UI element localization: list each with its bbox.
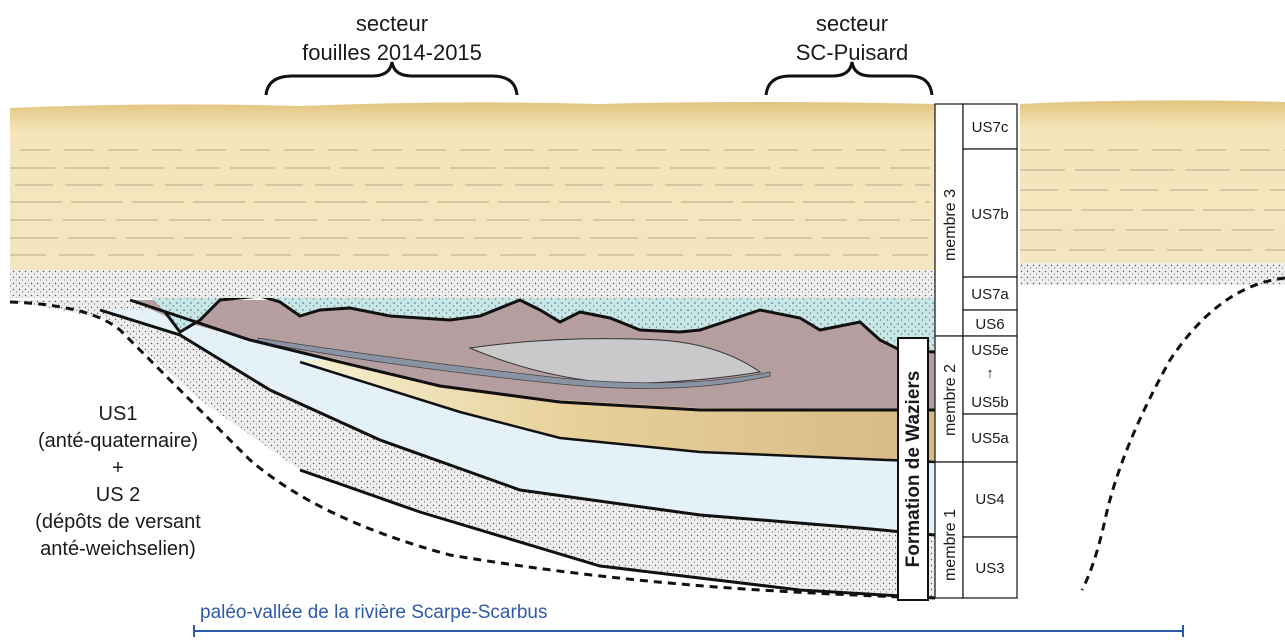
cell-us6	[962, 309, 1018, 337]
brace-fouilles	[264, 61, 519, 96]
sector-puisard-line1: secteur	[816, 11, 888, 36]
layer-us7	[10, 102, 935, 270]
member-2-label: membre 2	[942, 364, 959, 436]
layer-us6	[150, 296, 935, 352]
contact-us5-base	[129, 298, 935, 412]
cell-us7c	[962, 103, 1018, 150]
formation-label: Formation de Waziers	[903, 371, 924, 568]
cell-us7b	[962, 148, 1018, 278]
unit-us3: US3	[975, 560, 1004, 577]
sector-fouilles-line1: secteur	[356, 11, 428, 36]
unit-us7b: US7b	[971, 206, 1009, 223]
us1-line4: US 2	[96, 484, 140, 506]
unit-us5e: US5e	[971, 342, 1009, 359]
cell-us4	[962, 461, 1018, 538]
cell-us5eb	[962, 335, 1018, 415]
sector-fouilles-line2: fouilles 2014-2015	[302, 40, 482, 65]
unit-us7a: US7a	[971, 286, 1009, 303]
us1-line1: US1	[99, 403, 138, 425]
loess-laminae	[10, 149, 930, 256]
unit-us4: US4	[975, 491, 1004, 508]
formation-box	[897, 337, 929, 601]
contact-us5a-top	[299, 360, 936, 464]
member-3-label: membre 3	[942, 189, 959, 261]
valley-label: paléo-vallée de la rivière Scarpe-Scarbu…	[200, 602, 547, 623]
right-us7	[1020, 100, 1285, 266]
contact-us4-top	[99, 308, 936, 537]
us1-line2: (anté-quaternaire)	[38, 430, 198, 452]
unit-us7c: US7c	[972, 119, 1009, 136]
col-member3-box	[934, 103, 964, 337]
unit-us5a: US5a	[971, 430, 1009, 447]
member-1-label: membre 1	[942, 509, 959, 581]
contact-us3-top	[299, 468, 936, 600]
right-dashed-edge	[1080, 276, 1285, 591]
us1-us2-label: US1 (anté-quaternaire) + US 2 (dépôts de…	[35, 403, 201, 560]
cell-us5a	[962, 413, 1018, 463]
main-section	[9, 102, 936, 600]
cell-us7a	[962, 276, 1018, 311]
right-section	[1020, 100, 1285, 591]
sector-puisard-line2: SC-Puisard	[796, 40, 908, 65]
us1-line6: anté-weichselien)	[40, 538, 196, 560]
layer-us5-grey-lens	[468, 338, 762, 385]
col-member1-box	[934, 461, 964, 599]
brace-puisard	[764, 61, 934, 96]
cell-us3	[962, 536, 1018, 599]
right-us7a	[1020, 263, 1285, 285]
valley-floor-dashed	[9, 300, 936, 600]
layer-us5-grey-band	[257, 337, 771, 389]
unit-us5b: US5b	[971, 394, 1009, 411]
us1-line3: +	[112, 457, 124, 479]
layer-us7a	[10, 266, 935, 298]
valley-bracket	[193, 625, 1184, 637]
unit-us6: US6	[975, 316, 1004, 333]
unit-arrow-up: ↑	[986, 365, 994, 382]
strat-column	[934, 103, 1018, 599]
us1-line5: (dépôts de versant	[35, 511, 201, 533]
